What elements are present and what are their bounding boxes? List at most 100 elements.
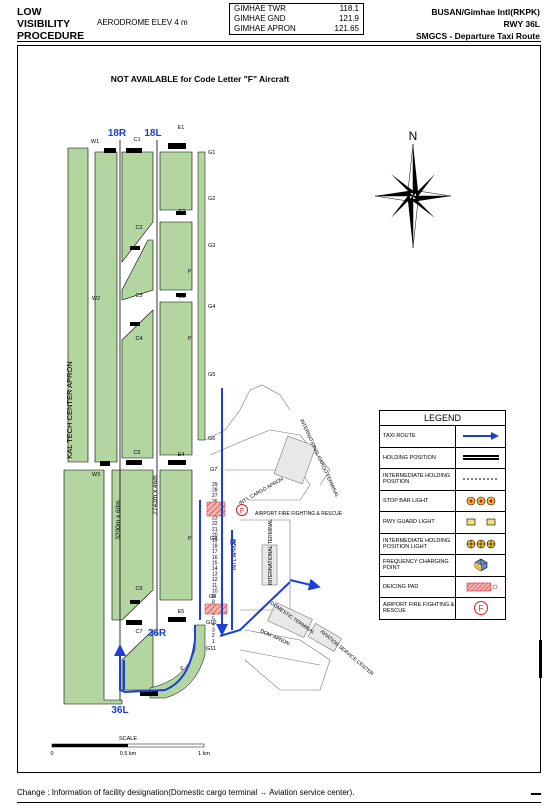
footer-rule — [17, 802, 541, 803]
legend-row-stopbar: STOP BAR LIGHT — [380, 490, 505, 512]
label-intl-apron: INT'L APRON — [232, 539, 238, 570]
map-frame — [17, 45, 541, 773]
kal-apron-north — [67, 147, 89, 463]
stand-number: 14 — [212, 566, 218, 572]
airport-name: BUSAN/Gimhae Intl(RKPK) — [431, 7, 540, 17]
runway-id: RWY 36L — [503, 19, 540, 29]
taxiway-g8: G8 — [210, 536, 217, 542]
taxiway-c1: C1 — [133, 137, 140, 143]
grass-strip-c7 — [121, 629, 154, 691]
legend-row-guard: RWY GUARD LIGHT — [380, 512, 505, 534]
scale-title: SCALE — [119, 736, 137, 742]
deicing-pad-icon — [456, 582, 505, 592]
fire-station-letter: F — [240, 508, 244, 515]
taxiway-e4: E4 — [178, 452, 185, 458]
label-fire-station: AIRPORT FIRE FIGHTING & RESCUE — [255, 511, 343, 517]
taxiway-g5: G5 — [208, 372, 215, 378]
grass-strip-c4 — [121, 309, 154, 459]
stand-number: 1 — [212, 639, 215, 645]
taxiway-g1: G1 — [208, 150, 215, 156]
legend-row-deicing: DEICING PAD — [380, 576, 505, 598]
label-intl-cargo-apron: INT'L CARGO APRON — [238, 476, 285, 507]
grass-strip-west — [94, 151, 118, 463]
freq-value: 121.9 — [338, 14, 359, 23]
stand-number: 22 — [212, 521, 218, 527]
legend-row-taxi-route: TAXI ROUTE — [380, 426, 505, 448]
intermediate-holding-icon — [456, 477, 505, 481]
stand-number: 11 — [212, 583, 217, 589]
legend-label: HOLDING POSITION — [380, 447, 456, 468]
lvp-line-1: LOW — [17, 6, 42, 18]
taxiway-c6: C6 — [135, 586, 142, 592]
compass-north-label: N — [409, 129, 418, 143]
taxiway-g7: G7 — [210, 467, 217, 473]
grass-s-curve — [149, 624, 206, 699]
header-rule — [17, 41, 541, 42]
compass-rose — [374, 143, 452, 249]
legend-title: LEGEND — [380, 411, 505, 426]
taxiway-e5: E5 — [178, 609, 185, 615]
runway-dim-right: 2743m x 46m — [152, 475, 159, 514]
runway-label-18r: 18R — [108, 128, 127, 139]
stand-number: 15 — [212, 560, 218, 566]
runway-label-36l: 36L — [111, 705, 128, 716]
taxiway-c7: C7 — [135, 629, 142, 635]
legend-row-ihpl: INTERMEDIATE HOLDING POSITION LIGHT — [380, 533, 505, 555]
deicing-pad-south — [204, 603, 228, 615]
freq-station: GIMHAE APRON — [234, 24, 296, 33]
scale-tick-0: 0 — [50, 751, 53, 757]
stand-number: 19 — [212, 538, 218, 544]
stand-number: 21 — [212, 527, 218, 533]
taxiway-p-3: P — [188, 536, 192, 542]
taxiway-g11: G11 — [206, 646, 216, 652]
aerodrome-elevation: AERODROME ELEV 4 m — [97, 18, 188, 27]
grass-strip-c-north — [121, 151, 154, 263]
legend: LEGEND TAXI ROUTE HOLDING POSITION INTER… — [379, 410, 506, 620]
stand-number: 16 — [212, 555, 218, 561]
svg-text:F: F — [478, 604, 483, 613]
lvp-line-3: PROCEDURE — [17, 30, 85, 42]
legend-row-holding: HOLDING POSITION — [380, 447, 505, 469]
notice-text: NOT AVAILABLE for Code Letter "F" Aircra… — [111, 74, 290, 84]
stand-number: 4 — [212, 622, 215, 628]
grass-strip-c2 — [121, 239, 154, 301]
chart-name: SMGCS - Departure Taxi Route — [415, 31, 540, 41]
terminal-area-outlines — [204, 384, 342, 691]
grass-strip-c5 — [111, 469, 154, 621]
legend-row-freq: FREQUENCY CHARGING POINT — [380, 555, 505, 577]
fire-station-icon — [236, 504, 248, 516]
grass-east-4 — [159, 469, 193, 601]
stand-number: 18 — [212, 544, 218, 550]
taxiway-g6: G6 — [208, 436, 215, 442]
stand-number: 3 — [212, 628, 215, 634]
taxiway-g3: G3 — [208, 243, 215, 249]
frequency-charging-icon — [456, 558, 505, 572]
grass-east-1 — [159, 151, 193, 211]
runway-label-36r: 36R — [148, 628, 167, 639]
legend-label: INTERMEDIATE HOLDING POSITION LIGHT — [380, 533, 456, 554]
taxiway-e3: E3 — [179, 294, 186, 300]
taxiway-g2: G2 — [208, 196, 215, 202]
stand-number: 29 — [212, 482, 218, 488]
stand-number: 23 — [212, 516, 218, 522]
legend-label: RWY GUARD LIGHT — [380, 512, 456, 533]
taxiway-p-1: P — [188, 269, 192, 275]
taxiway-w1: W1 — [91, 139, 99, 145]
taxiway-p-2: P — [188, 336, 192, 342]
taxiway-c2: C2 — [135, 225, 142, 231]
stand-number: 8 — [212, 600, 215, 606]
grass-east-2 — [159, 221, 193, 291]
scale-tick-1: 1 km — [198, 751, 210, 757]
runway-label-18l: 18L — [144, 128, 161, 139]
edge-mark — [539, 640, 542, 678]
freq-value: 121.65 — [334, 24, 359, 33]
freq-station: GIMHAE TWR — [234, 4, 286, 13]
scale-bar — [51, 743, 205, 748]
kal-apron-label: KAL TECH CENTER APRON — [65, 361, 74, 459]
runway-dim-left: 3200m x 60m — [115, 500, 122, 539]
kal-apron-south — [63, 469, 123, 705]
taxiway-e2: E2 — [179, 209, 186, 215]
taxiway-g10: G10 — [206, 620, 216, 626]
taxiway-w2: W2 — [92, 296, 100, 302]
legend-label: DEICING PAD — [380, 576, 456, 597]
